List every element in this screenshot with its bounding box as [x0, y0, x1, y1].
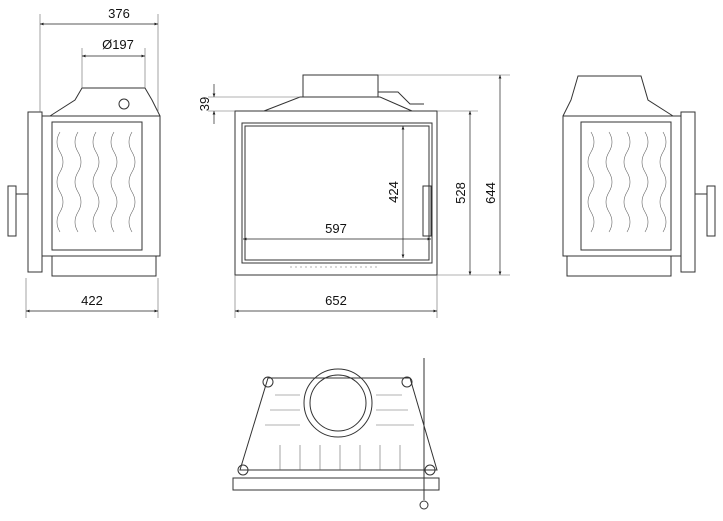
dimension-side-depth: 376	[39, 6, 159, 112]
glass-height-label: 424	[386, 181, 401, 203]
side-depth-label: 376	[108, 6, 130, 21]
total-height-label: 644	[483, 182, 498, 204]
dimension-glass-height: 424	[386, 126, 405, 258]
side-total-depth-label: 422	[81, 293, 103, 308]
dimension-front-width: 652	[234, 275, 438, 318]
dimension-side-total-depth: 422	[25, 278, 159, 318]
dimension-glass-width: 597	[243, 221, 431, 241]
top-offset-label: 39	[197, 97, 212, 111]
side-view-left	[7, 87, 161, 277]
dimension-total-height: 644	[378, 74, 510, 275]
dimension-top-offset: 39	[197, 84, 300, 124]
front-width-label: 652	[325, 293, 347, 308]
flue-diameter-label: Ø197	[102, 37, 134, 52]
body-height-label: 528	[453, 182, 468, 204]
front-view	[234, 74, 438, 276]
top-view	[232, 358, 440, 510]
dimension-flue-diameter: Ø197	[81, 37, 146, 88]
glass-width-label: 597	[325, 221, 347, 236]
dimension-body-height: 528	[437, 110, 510, 276]
side-view-right	[562, 75, 716, 277]
